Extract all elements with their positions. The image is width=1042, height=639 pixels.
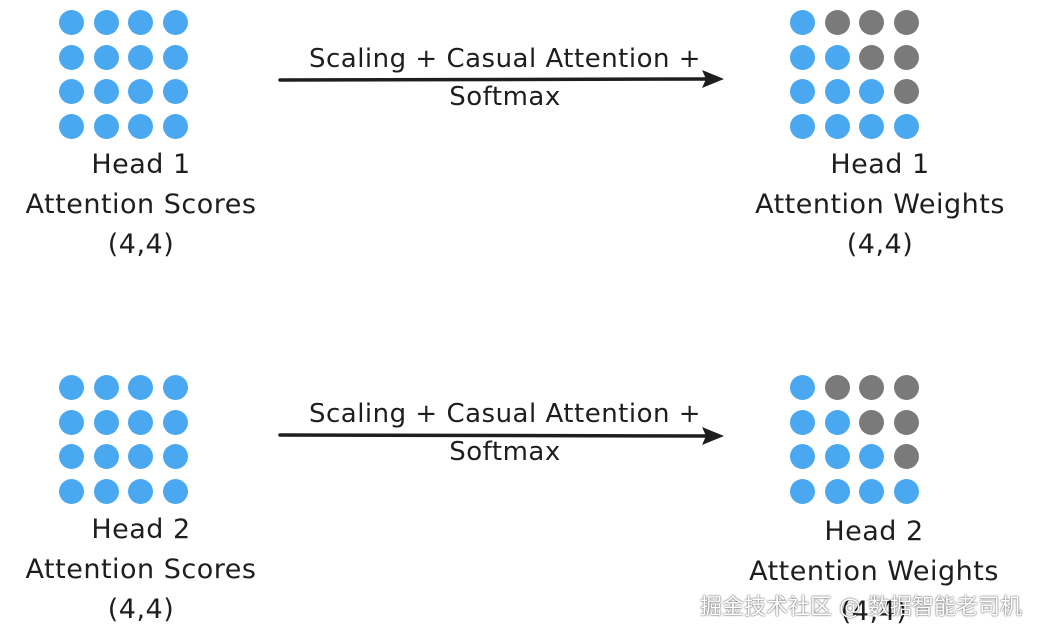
matrix-cell-masked [824, 10, 850, 35]
matrix-cell-active [790, 79, 815, 104]
matrix-cell-active [59, 79, 84, 104]
matrix-cell-active [128, 375, 153, 400]
head2-weights-label: Head 2 Attention Weights (4,4) [724, 512, 1024, 632]
head2-scores-title: Head 2 [91, 514, 191, 545]
matrix-cell-active [790, 375, 815, 400]
head1-arrow-label-line1: Scaling + Casual Attention + [308, 44, 702, 74]
matrix-cell-active [93, 444, 119, 469]
head2-arrow-label: Scaling + Casual Attention + Softmax [280, 395, 730, 471]
matrix-cell-masked [859, 44, 884, 70]
head1-arrow-label-line2: Softmax [449, 82, 561, 112]
matrix-cell-active [128, 79, 153, 104]
matrix-cell-active [824, 478, 850, 504]
matrix-cell-masked [859, 10, 884, 35]
head2-scores-shape: (4,4) [107, 594, 175, 625]
head2-scores-label: Head 2 Attention Scores (4,4) [0, 510, 282, 630]
matrix-cell-masked [893, 44, 919, 70]
matrix-cell-active [824, 113, 850, 139]
matrix-cell-active [162, 44, 188, 70]
matrix-cell-masked [893, 375, 919, 400]
matrix-cell-masked [893, 10, 919, 35]
head1-weights-label: Head 1 Attention Weights (4,4) [730, 145, 1030, 265]
head1-weights-title: Head 1 [830, 149, 930, 180]
head1-scores-label: Head 1 Attention Scores (4,4) [0, 145, 282, 265]
matrix-cell-active [59, 444, 84, 469]
head2-weights-title: Head 2 [824, 516, 924, 547]
matrix-cell-active [59, 44, 84, 70]
matrix-cell-masked [893, 444, 919, 469]
matrix-cell-active [93, 10, 119, 35]
matrix-cell-active [824, 79, 850, 104]
matrix-cell-active [128, 113, 153, 139]
matrix-cell-active [790, 444, 815, 469]
matrix-cell-masked [859, 375, 884, 400]
head2-weights-shape: (4,4) [840, 596, 908, 627]
matrix-cell-active [59, 10, 84, 35]
head2-scores-matrix [59, 375, 189, 505]
matrix-cell-active [162, 10, 188, 35]
head1-weights-subtitle: Attention Weights [755, 189, 1005, 220]
head1-weights-matrix [790, 10, 920, 140]
matrix-cell-masked [893, 79, 919, 104]
head2-arrow-label-line1: Scaling + Casual Attention + [308, 399, 702, 429]
matrix-cell-active [93, 79, 119, 104]
matrix-cell-active [162, 478, 188, 504]
matrix-cell-active [162, 113, 188, 139]
head1-scores-matrix [59, 10, 189, 140]
head2-weights-matrix [790, 375, 920, 505]
matrix-cell-active [59, 113, 84, 139]
matrix-cell-active [93, 478, 119, 504]
matrix-cell-active [790, 478, 815, 504]
matrix-cell-active [162, 375, 188, 400]
matrix-cell-active [128, 10, 153, 35]
matrix-cell-active [93, 44, 119, 70]
matrix-cell-active [128, 409, 153, 435]
watermark: 掘金技术社区 @ 数据智能老司机 [700, 595, 1022, 620]
matrix-cell-active [893, 478, 919, 504]
matrix-cell-active [128, 478, 153, 504]
head1-scores-shape: (4,4) [107, 229, 175, 260]
head1-scores-title: Head 1 [91, 149, 191, 180]
matrix-cell-active [93, 375, 119, 400]
matrix-cell-active [790, 10, 815, 35]
matrix-cell-active [790, 44, 815, 70]
matrix-cell-masked [893, 409, 919, 435]
matrix-cell-masked [859, 409, 884, 435]
matrix-cell-active [162, 444, 188, 469]
matrix-cell-active [824, 44, 850, 70]
matrix-cell-active [859, 444, 884, 469]
matrix-cell-active [59, 375, 84, 400]
head1-arrow-label: Scaling + Casual Attention + Softmax [280, 40, 730, 116]
head1-scores-subtitle: Attention Scores [25, 189, 257, 220]
head1-weights-shape: (4,4) [846, 229, 914, 260]
matrix-cell-active [824, 444, 850, 469]
matrix-cell-active [859, 478, 884, 504]
head1-arrow [278, 70, 724, 88]
matrix-cell-active [162, 79, 188, 104]
matrix-cell-active [128, 44, 153, 70]
matrix-cell-active [162, 409, 188, 435]
head2-arrow [278, 427, 724, 445]
matrix-cell-active [128, 444, 153, 469]
head2-arrow-label-line2: Softmax [449, 437, 561, 467]
matrix-cell-active [59, 409, 84, 435]
matrix-cell-active [859, 79, 884, 104]
matrix-cell-active [859, 113, 884, 139]
matrix-cell-masked [824, 375, 850, 400]
matrix-cell-active [893, 113, 919, 139]
matrix-cell-active [59, 478, 84, 504]
matrix-cell-active [93, 113, 119, 139]
head2-weights-subtitle: Attention Weights [749, 556, 999, 587]
matrix-cell-active [93, 409, 119, 435]
head2-scores-subtitle: Attention Scores [25, 554, 257, 585]
matrix-cell-active [790, 409, 815, 435]
matrix-cell-active [790, 113, 815, 139]
matrix-cell-active [824, 409, 850, 435]
